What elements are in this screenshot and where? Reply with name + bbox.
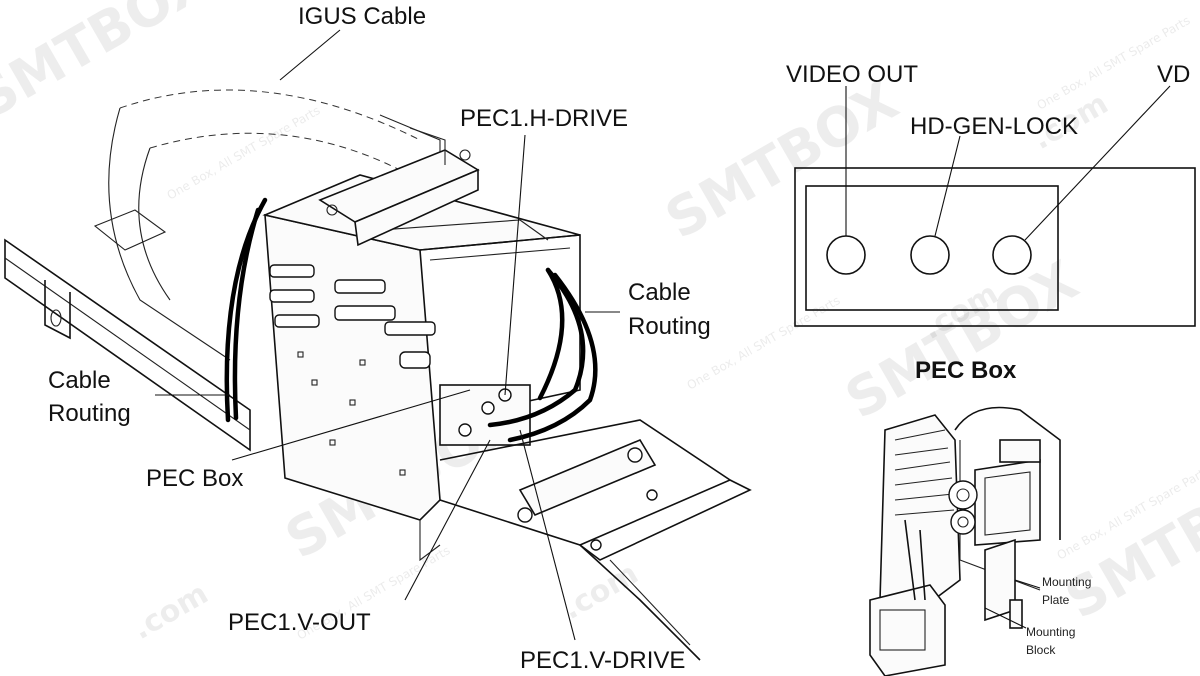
igus-curve-inner — [138, 147, 171, 301]
dsub-connector-7 — [399, 351, 431, 369]
camera-cable — [904, 519, 926, 601]
panel-hole-4 — [329, 439, 336, 446]
igus-curve-outer — [108, 107, 231, 361]
top-mount — [409, 127, 446, 165]
label-hd-gen-lock: HD-GEN-LOCK — [910, 113, 1078, 140]
inset-frame-top — [954, 406, 1061, 540]
video-out-jack — [826, 235, 866, 275]
right-rail-lower-inner — [609, 559, 691, 646]
label-cable-routing-left-line1: Cable — [48, 367, 111, 394]
cable-right-3 — [537, 267, 565, 401]
label-cable-routing-right-line1: Cable — [628, 279, 691, 306]
panel-hole-3 — [349, 399, 356, 406]
camera-fins — [894, 429, 955, 516]
label-mounting-block-line2: Block — [1026, 643, 1056, 657]
inset-drawing — [869, 406, 1061, 676]
camera-lens-2 — [950, 509, 976, 535]
roller-end — [627, 447, 643, 463]
panel-outer — [794, 167, 1196, 327]
label-pec1-v-drive: PEC1.V-DRIVE — [520, 647, 685, 674]
label-pec-box: PEC Box — [146, 465, 243, 492]
watermark-tagline-1: One Box, All SMT Spare Parts — [165, 103, 323, 202]
watermark-brand-4: SMTBOX — [835, 249, 1088, 432]
dsub-connector-4 — [334, 279, 386, 294]
label-igus-cable: IGUS Cable — [298, 3, 426, 30]
vd-jack — [992, 235, 1032, 275]
leader-mounting-plate — [1014, 579, 1041, 589]
pec-box-shelf-1 — [429, 247, 571, 261]
block-screw-right — [459, 149, 471, 161]
label-pec1-v-out: PEC1.V-OUT — [228, 609, 371, 636]
assembly-drawing — [4, 89, 752, 661]
label-mounting-plate-line2: Plate — [1042, 593, 1070, 607]
pec-box-top-recess — [379, 219, 549, 241]
right-rail-lower — [579, 544, 701, 661]
cable-right-2 — [507, 272, 598, 443]
panel-hole-1 — [297, 351, 304, 358]
label-vd: VD — [1157, 61, 1190, 88]
leader-pec-box — [231, 389, 471, 461]
cable-left-1 — [224, 197, 268, 423]
label-pec1-h-drive: PEC1.H-DRIVE — [460, 105, 628, 132]
left-rail-hole — [50, 309, 62, 327]
watermark-com-3: .com — [127, 576, 215, 647]
dsub-connector-3 — [274, 314, 320, 328]
watermark-tagline-2: One Box, All SMT Spare Parts — [685, 293, 843, 392]
bnc-connector-2 — [481, 401, 495, 415]
cable-right-1 — [487, 267, 586, 428]
rail-screw-2 — [590, 539, 602, 551]
camera-lens-1-inner — [956, 488, 970, 502]
igus-outline-top — [119, 89, 421, 141]
left-rail-bracket — [44, 280, 71, 340]
leader-v-out — [404, 439, 491, 601]
label-mounting-plate-line1: Mounting — [1042, 575, 1091, 589]
mounting-block — [1009, 599, 1023, 629]
rail-screw — [646, 489, 658, 501]
cable-left-2 — [232, 207, 261, 421]
leader-v-drive — [519, 429, 576, 641]
top-connector-front — [354, 168, 479, 247]
block-screw-left — [326, 204, 338, 216]
roller-housing — [518, 438, 657, 517]
dsub-connector-5 — [334, 305, 396, 321]
pec-box-foot — [419, 520, 441, 562]
dsub-connector-2 — [269, 289, 315, 303]
panel-hole-5 — [399, 469, 406, 476]
left-rail-edge — [4, 257, 251, 431]
connector-panel — [794, 85, 1196, 327]
dsub-connector-1 — [269, 264, 315, 278]
leader-vd — [1024, 85, 1171, 241]
dsub-connector-6 — [384, 321, 436, 336]
leader-igus — [279, 29, 341, 81]
leader-mounting-block — [984, 607, 1027, 629]
panel-hole-6 — [359, 359, 366, 366]
camera-lens-2-inner — [957, 516, 969, 528]
leader-h-drive — [504, 134, 526, 396]
camera-base-window — [879, 609, 926, 651]
camera-lens-1 — [948, 480, 978, 510]
bnc-connector-1 — [458, 423, 472, 437]
roller-end-2 — [517, 507, 533, 523]
panel-title: PEC Box — [915, 357, 1017, 384]
left-clip — [93, 209, 167, 251]
label-video-out: VIDEO OUT — [786, 61, 918, 88]
leader-lines — [155, 29, 620, 641]
leader-hd-gen-lock — [934, 135, 961, 237]
label-cable-routing-right-line2: Routing — [628, 313, 711, 340]
panel-inner — [805, 185, 1059, 311]
watermark-brand-1: SMTBOX — [0, 0, 218, 131]
hd-gen-lock-jack — [910, 235, 950, 275]
right-rail-edge — [579, 479, 752, 561]
inset-box-window-inner — [984, 471, 1031, 536]
watermark-brand-2: SMTBOX — [655, 69, 908, 252]
left-rail — [4, 238, 251, 452]
bnc-plate — [439, 384, 531, 446]
panel-hole-2 — [311, 379, 318, 386]
label-cable-routing-left-line2: Routing — [48, 400, 131, 427]
label-mounting-block-line1: Mounting — [1026, 625, 1075, 639]
camera-base — [869, 584, 946, 676]
inset-top-part — [999, 439, 1041, 463]
watermark-layer: SMTBOX SMTBOX SMTBOX SMTBOX SMTBOX .com … — [0, 0, 1200, 647]
